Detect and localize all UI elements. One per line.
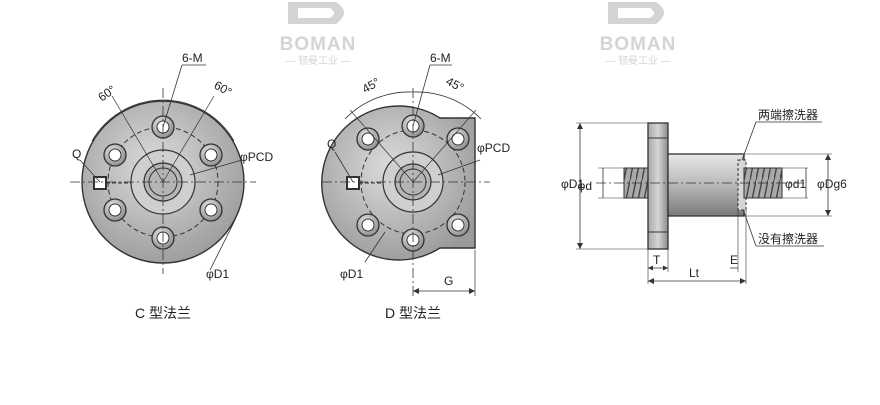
c-pcd-label: φPCD — [240, 150, 273, 164]
d-angle-left-label: 45° — [360, 75, 383, 96]
c-angle-ray-right — [162, 95, 215, 183]
side-Lt-label: Lt — [689, 266, 700, 280]
watermark-subtitle: — 韧曼工业 — — [605, 55, 671, 67]
d-holes-label: 6-M — [430, 51, 451, 65]
wiper-label: 两端擦洗器 — [758, 108, 818, 122]
bolt-hole — [103, 143, 127, 167]
bolt-hole — [446, 127, 470, 151]
bolt-hole — [199, 198, 223, 222]
side-Dg6-label: φDg6 — [817, 177, 847, 191]
d-d1-leader — [364, 231, 386, 263]
watermark-brand: BOMAN — [280, 34, 357, 55]
c-flange-view — [70, 64, 256, 274]
wiper-leader — [741, 121, 757, 161]
no-wiper-leader — [743, 211, 757, 247]
c-d1-label: φD1 — [206, 267, 229, 281]
c-pcd-leader — [189, 159, 243, 176]
c-q-leader — [79, 159, 101, 183]
c-q-label: Q — [72, 147, 81, 161]
d-g-label: G — [444, 274, 453, 288]
watermark-subtitle: — 韧曼工业 — — [285, 55, 351, 67]
d-angle-arc-right — [412, 91, 482, 120]
d-angle-arc-left — [344, 91, 414, 120]
watermark-logo-2: BOMAN — 韧曼工业 — — [600, 2, 677, 67]
side-D1-label: φD1 — [561, 177, 584, 191]
d-pcd-label: φPCD — [477, 141, 510, 155]
c-holes-label: 6-M — [182, 51, 203, 65]
c-angle-arc-left — [91, 99, 164, 142]
side-d1-label: φd1 — [785, 177, 806, 191]
bolt-hole — [356, 213, 380, 237]
d-pcd-leader — [437, 159, 481, 176]
c-oil-hole — [93, 176, 107, 190]
d-angle-ray-right — [412, 109, 477, 183]
watermark-logo-1: BOMAN — 韧曼工业 — — [280, 2, 357, 67]
c-angle-ray-left — [111, 95, 164, 183]
logo-mark-icon — [288, 2, 344, 24]
d-angle-ray-left — [349, 109, 414, 183]
d-angle-right-label: 45° — [444, 74, 467, 95]
d-holes-leader — [412, 64, 431, 127]
side-view — [576, 121, 832, 284]
watermark-brand: BOMAN — [600, 34, 677, 55]
side-T-label: T — [653, 253, 661, 267]
c-holes-leader — [162, 64, 183, 128]
side-flange — [647, 122, 669, 250]
d-d1-label: φD1 — [340, 267, 363, 281]
d-oil-hole — [346, 176, 360, 190]
c-d1-leader — [209, 219, 236, 271]
c-flange-caption: C 型法兰 — [135, 305, 191, 321]
d-flange-caption: D 型法兰 — [385, 305, 441, 321]
c-angle-right-label: 60° — [212, 78, 235, 99]
bolt-hole — [103, 198, 127, 222]
bolt-hole — [199, 143, 223, 167]
bolt-hole — [446, 213, 470, 237]
logo-mark-icon — [608, 2, 664, 24]
bolt-hole — [356, 127, 380, 151]
c-angle-arc-right — [162, 99, 235, 142]
d-q-leader — [334, 151, 354, 183]
side-d-label: φd — [578, 179, 592, 193]
d-flange-view — [321, 64, 490, 296]
c-bolt-holes — [103, 115, 223, 250]
no-wiper-label: 没有擦洗器 — [758, 231, 818, 246]
nut-cylinder — [667, 153, 745, 217]
d-q-label: Q — [327, 137, 336, 151]
side-E-label: E — [730, 253, 738, 267]
